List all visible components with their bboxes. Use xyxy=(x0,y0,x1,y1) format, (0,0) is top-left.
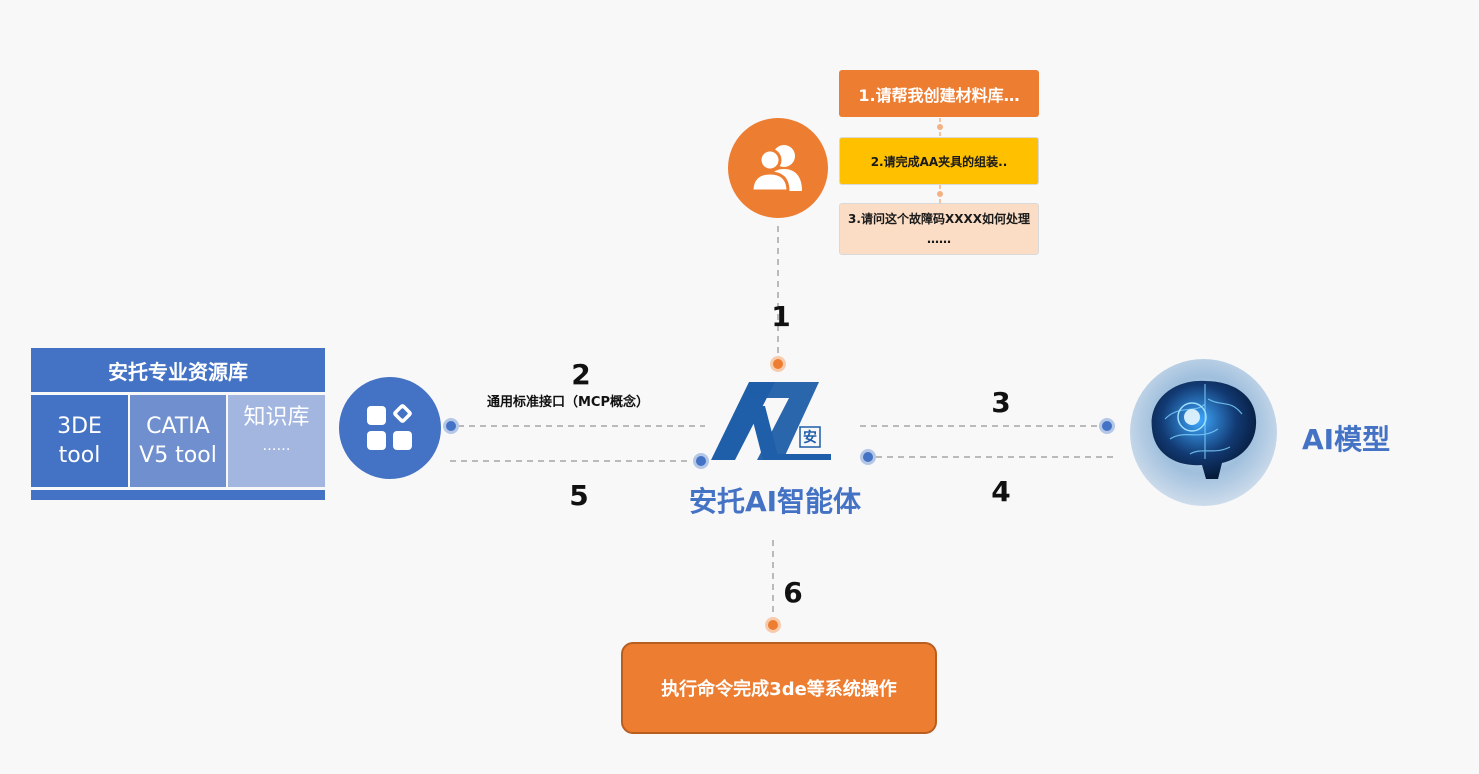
ai-brain-image xyxy=(1130,359,1277,506)
step-6-label: 6 xyxy=(783,576,803,609)
step-4-label: 4 xyxy=(991,475,1011,508)
step-3-label: 3 xyxy=(991,386,1011,419)
apps-grid-icon xyxy=(367,404,412,450)
request-1: 1.请帮我创建材料库… xyxy=(839,70,1039,117)
mcp-node xyxy=(339,377,441,479)
dot-req1 xyxy=(937,124,943,130)
step-2-label: 2 xyxy=(571,358,591,391)
library-item-3de: 3DE tool xyxy=(31,395,128,487)
request-2: 2.请完成AA夹具的组装.. xyxy=(839,137,1039,185)
step-1-label: 1 xyxy=(771,300,791,333)
execute-command-box: 执行命令完成3de等系统操作 xyxy=(621,642,937,734)
users-icon xyxy=(750,145,802,193)
library-title: 安托专业资源库 xyxy=(31,348,325,392)
dot-req2 xyxy=(937,191,943,197)
brain-icon xyxy=(1130,359,1277,506)
user-avatar xyxy=(728,118,828,218)
library-footer-bar xyxy=(31,490,325,500)
step-5-label: 5 xyxy=(569,479,589,512)
library-item-knowledge: 知识库 …… xyxy=(228,395,325,487)
agent-logo-icon: 安 xyxy=(711,382,831,460)
agent-title: 安托AI智能体 xyxy=(688,485,862,518)
agent-logo-mark: 安 xyxy=(803,429,817,446)
library-item-catia: CATIA V5 tool xyxy=(130,395,226,487)
mcp-interface-label: 通用标准接口（MCP概念） xyxy=(487,395,650,410)
ai-model-label: AI模型 xyxy=(1302,423,1391,456)
request-3: 3.请问这个故障码XXXX如何处理 …… xyxy=(839,203,1039,255)
